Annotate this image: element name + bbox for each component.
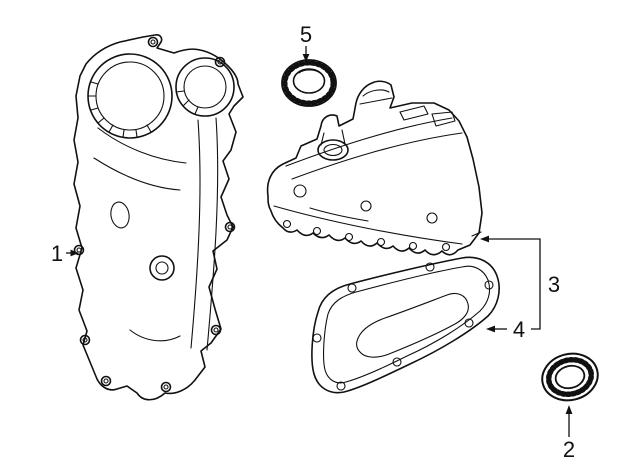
cam-bore-left xyxy=(87,53,173,139)
gasket-inner-loop xyxy=(323,265,491,384)
callout-3-label: 3 xyxy=(548,272,560,297)
cover-opening xyxy=(110,201,130,229)
callout-4-label: 4 xyxy=(513,317,525,342)
timing-cover-bolt-holes xyxy=(73,36,236,393)
seal-outer xyxy=(541,352,599,402)
callout-1-label: 1 xyxy=(51,241,63,266)
camshaft-seal-drawing xyxy=(541,352,599,402)
callout-5-leader xyxy=(302,46,310,62)
callout-2-label: 2 xyxy=(563,437,575,462)
valve-cover-gasket-drawing xyxy=(311,256,500,394)
callout-1-leader xyxy=(66,249,79,257)
cover-contours xyxy=(93,117,219,351)
cap-highlight xyxy=(298,69,321,74)
cap-dome xyxy=(292,68,326,94)
oil-filler-neck xyxy=(317,129,349,161)
callout-3-leader xyxy=(480,235,541,330)
gasket-bolt-eyes xyxy=(312,262,494,391)
arrowhead-5 xyxy=(302,54,310,62)
callout-4-leader xyxy=(486,325,507,333)
callout-5-label: 5 xyxy=(300,22,312,47)
timing-cover-outline xyxy=(73,34,244,401)
callout-2-leader xyxy=(565,405,573,437)
rim-hatching xyxy=(87,81,199,138)
valve-cover-outline xyxy=(266,80,483,256)
idler-boss xyxy=(149,255,175,281)
cam-bore-right xyxy=(175,57,235,117)
valve-cover-ridges xyxy=(273,89,482,245)
idler-boss-inner xyxy=(155,261,169,275)
arrowhead-3 xyxy=(480,235,489,243)
cap-outer-rim xyxy=(281,59,337,107)
oil-filler-cap-drawing xyxy=(281,59,337,107)
seal-inner xyxy=(554,364,586,390)
top-bosses xyxy=(399,105,456,127)
face-bolts xyxy=(293,184,438,224)
valve-cover-drawing xyxy=(266,80,483,256)
arrowhead-4 xyxy=(486,325,495,333)
cap-knurl-ring xyxy=(282,60,336,106)
timing-cover-drawing xyxy=(73,34,244,401)
cam-bore-left-inner xyxy=(95,61,165,131)
gasket-center-strip xyxy=(356,292,469,358)
seal-band xyxy=(545,356,595,398)
callouts: 5 1 3 4 2 xyxy=(51,22,575,462)
cam-bore-right-inner xyxy=(183,65,227,109)
gasket-outer-loop xyxy=(311,256,500,394)
arrowhead-2 xyxy=(565,405,573,414)
flange-bolt-holes xyxy=(282,219,451,252)
arrowhead-1 xyxy=(70,249,79,257)
